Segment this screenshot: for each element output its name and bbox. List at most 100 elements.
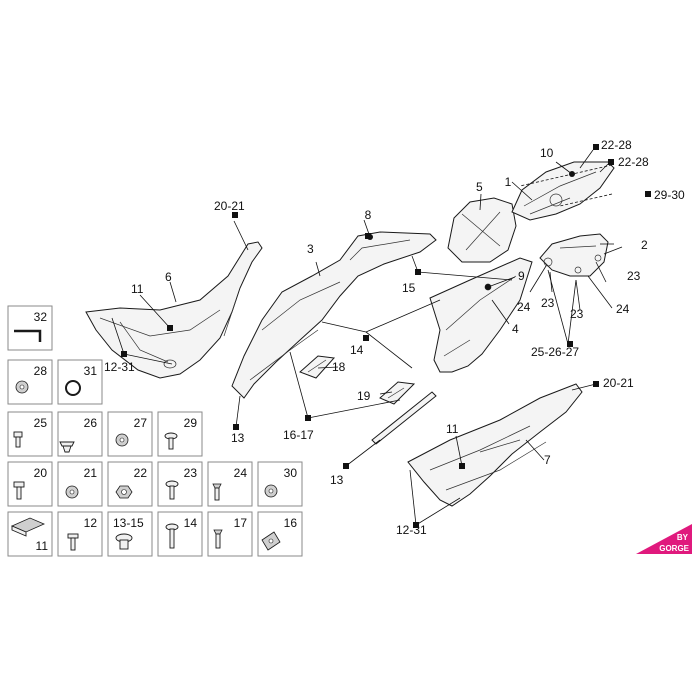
callout-10: 10 <box>540 146 554 160</box>
callout-23-a: 23 <box>627 269 641 283</box>
hardware-box-25: 25 <box>7 411 53 457</box>
right-upper-fairing-part-4 <box>429 257 533 373</box>
hex-key-icon <box>14 329 42 342</box>
hardware-box-30: 30 <box>257 461 303 507</box>
callout-23-b: 23 <box>541 296 555 310</box>
hardware-label-32: 32 <box>34 310 48 324</box>
callout-markers <box>121 144 651 528</box>
callout-6: 6 <box>165 270 172 284</box>
screw-icon <box>13 481 25 500</box>
callout-9: 9 <box>518 269 525 283</box>
rod-part-13 <box>371 391 437 445</box>
plate-part-18 <box>299 355 336 379</box>
hardware-label-24: 24 <box>234 466 248 480</box>
hardware-box-12: 12 <box>57 511 103 557</box>
clip-icon <box>59 441 75 453</box>
bolt-icon <box>212 483 222 501</box>
hardware-label-13-15: 13-15 <box>113 516 144 530</box>
hardware-label-23: 23 <box>184 466 198 480</box>
hardware-box-17: 17 <box>207 511 253 557</box>
leader-lines <box>111 149 623 526</box>
seat-pad-part-5 <box>447 197 517 263</box>
left-side-fairing-part-6 <box>85 241 263 379</box>
screw-icon <box>165 480 179 500</box>
hardware-label-17: 17 <box>234 516 248 530</box>
callout-19: 19 <box>357 389 371 403</box>
callout-12-31-right: 12-31 <box>396 523 427 537</box>
callout-13-right: 13 <box>330 473 344 487</box>
watermark-line-2: GORGE <box>659 544 689 553</box>
callout-24-b: 24 <box>616 302 630 316</box>
hardware-box-29: 29 <box>157 411 203 457</box>
callout-22-28-top: 22-28 <box>601 138 632 152</box>
screw-icon <box>13 431 23 448</box>
screw-icon <box>165 523 179 549</box>
callout-1: 1 <box>505 175 512 189</box>
callout-13-left: 13 <box>231 431 245 445</box>
hardware-box-31: 31 <box>57 359 103 405</box>
hardware-label-16: 16 <box>284 516 298 530</box>
callout-12-31-left: 12-31 <box>104 360 135 374</box>
hardware-label-11: 11 <box>36 539 49 553</box>
tail-cowl-part-1 <box>511 161 615 221</box>
left-upper-fairing-part-3 <box>231 231 437 399</box>
callout-2: 2 <box>641 238 648 252</box>
hardware-label-22: 22 <box>134 466 148 480</box>
callout-18: 18 <box>332 360 346 374</box>
callout-20-21-left: 20-21 <box>214 199 245 213</box>
hardware-box-21: 21 <box>57 461 103 507</box>
callout-14: 14 <box>350 343 364 357</box>
hardware-label-26: 26 <box>84 416 98 430</box>
hardware-box-16: 16 <box>257 511 303 557</box>
callout-29-30: 29-30 <box>654 188 685 202</box>
hardware-label-12: 12 <box>84 516 98 530</box>
hardware-box-11: 11 <box>7 511 53 557</box>
hardware-label-21: 21 <box>84 466 98 480</box>
callout-16-17: 16-17 <box>283 428 314 442</box>
watermark-line-1: BY <box>677 533 689 542</box>
hardware-box-20: 20 <box>7 461 53 507</box>
hardware-label-25: 25 <box>34 416 48 430</box>
screw-icon <box>164 432 178 450</box>
bolt-icon <box>213 529 223 549</box>
hardware-box-26: 26 <box>57 411 103 457</box>
callout-23-c: 23 <box>570 307 584 321</box>
callout-25-26-27: 25-26-27 <box>531 345 579 359</box>
callout-11-right: 11 <box>446 422 459 436</box>
hardware-legend: 32 28 31 25 26 <box>7 305 303 557</box>
hardware-box-13-15: 13-15 <box>107 511 153 557</box>
hardware-label-28: 28 <box>34 364 48 378</box>
watermark-logo: BY GORGE <box>636 524 692 554</box>
right-side-fairing-part-7 <box>407 383 583 507</box>
screw-icon <box>67 533 79 551</box>
callout-11-left: 11 <box>131 282 144 296</box>
callout-5: 5 <box>476 180 483 194</box>
pad-icon <box>11 517 45 537</box>
hardware-box-28: 28 <box>7 359 53 405</box>
hardware-label-31: 31 <box>84 364 98 378</box>
callout-15: 15 <box>402 281 416 295</box>
callout-8: 8 <box>365 208 372 222</box>
callout-22-28-bottom: 22-28 <box>618 155 649 169</box>
hardware-box-32: 32 <box>7 305 53 351</box>
hardware-box-27: 27 <box>107 411 153 457</box>
callout-3: 3 <box>307 242 314 256</box>
hardware-label-29: 29 <box>184 416 198 430</box>
callout-7: 7 <box>544 453 551 467</box>
bracket-part-2 <box>539 233 609 277</box>
hardware-label-14: 14 <box>184 516 198 530</box>
rivet-icon <box>115 533 133 550</box>
callout-20-21-right: 20-21 <box>603 376 634 390</box>
nut-icon <box>115 485 133 499</box>
hardware-box-23: 23 <box>157 461 203 507</box>
hardware-box-22: 22 <box>107 461 153 507</box>
hardware-label-27: 27 <box>134 416 148 430</box>
speed-nut-icon <box>261 531 281 551</box>
callout-4: 4 <box>512 322 519 336</box>
hardware-label-30: 30 <box>284 466 298 480</box>
o-ring-icon <box>65 380 81 396</box>
callout-24-a: 24 <box>517 300 531 314</box>
hardware-box-24: 24 <box>207 461 253 507</box>
watermark-triangle <box>636 524 692 554</box>
